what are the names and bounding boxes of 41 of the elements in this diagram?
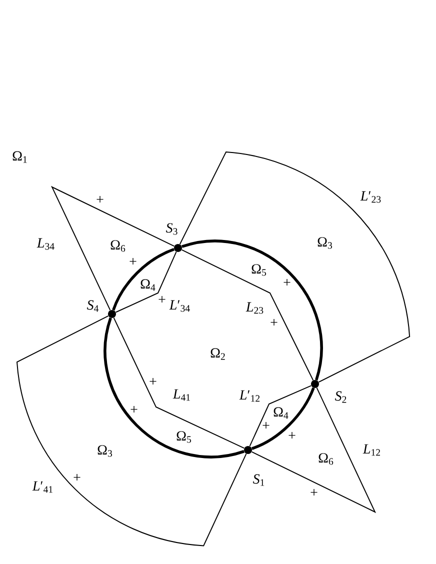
region-label: Ω$_{5}$: [252, 264, 266, 276]
region-label: +: [130, 406, 138, 413]
curve-line: [16, 315, 247, 546]
region-label: +: [96, 196, 104, 203]
curve-label: L$_{12}$: [362, 443, 382, 457]
curve-label: L′$_{23}$: [359, 190, 383, 204]
curve-line: [50, 186, 175, 311]
region-label: +: [130, 258, 136, 265]
region-label: +: [74, 474, 80, 481]
curve-label: L$_{34}$: [36, 237, 56, 251]
region-label: Ω$_{4}$: [140, 279, 156, 291]
curve-label: L′$_{34}$: [168, 299, 192, 313]
region-label: Ω$_{3}$: [98, 445, 112, 457]
region-label: +: [158, 296, 166, 303]
region-label: Ω$_{3}$: [318, 237, 332, 249]
region-label: +: [262, 422, 270, 429]
region-label: +: [288, 432, 296, 439]
point-dot: [311, 380, 319, 388]
point-dot: [244, 446, 252, 454]
point-dot: [174, 244, 182, 252]
region-label: Ω$_{4}$: [274, 407, 288, 419]
region-label: +: [150, 378, 156, 385]
region-label: Ω$_{6}$: [318, 453, 334, 465]
curve-line: [251, 387, 376, 514]
curve-label: L′$_{12}$: [238, 389, 262, 403]
region-label: +: [284, 279, 290, 286]
region-label: Ω$_{5}$: [176, 431, 192, 443]
point-label: S$_{3}$: [166, 223, 178, 235]
point-label: S$_{1}$: [252, 474, 264, 486]
region-label: Ω$_{6}$: [110, 240, 126, 252]
curve-label: L′$_{41}$: [31, 480, 55, 494]
region-label: Ω$_{2}$: [210, 348, 225, 360]
point-label: S$_{4}$: [86, 300, 99, 312]
region-label: Ω$_{1}$: [12, 151, 27, 163]
region-label: +: [310, 489, 318, 496]
curve-label: L$_{41}$: [172, 388, 192, 402]
curve-label: L$_{23}$: [244, 301, 266, 315]
region-label: +: [270, 319, 278, 326]
point-label: S$_{2}$: [334, 391, 346, 403]
curve-line: [179, 152, 410, 383]
point-dot: [108, 310, 116, 318]
